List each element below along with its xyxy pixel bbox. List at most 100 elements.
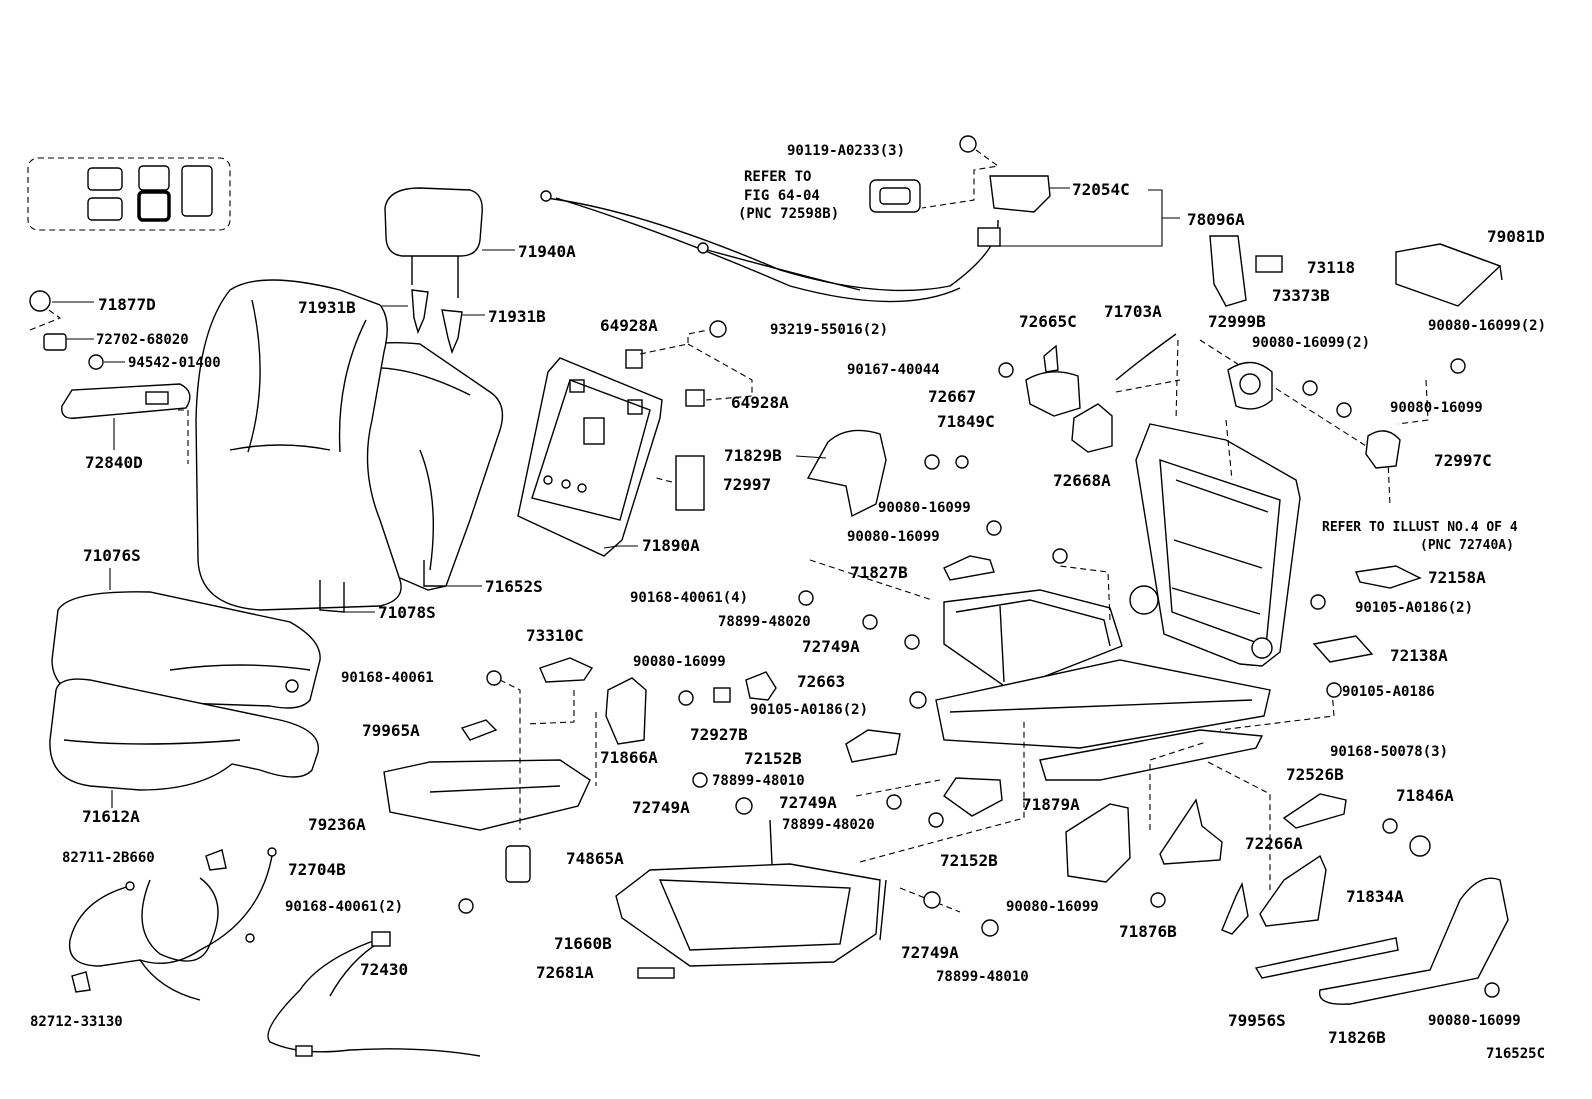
headrest-drawing <box>374 187 515 355</box>
cable-assembly-drawing <box>540 135 1180 303</box>
callout-label: 71931B <box>298 298 356 317</box>
callout-label: 72668A <box>1053 471 1111 490</box>
callout-label: 74865A <box>566 849 624 868</box>
callout-label: 71827B <box>850 563 908 582</box>
callout-label: 71849C <box>937 412 995 431</box>
callout-label: 71829B <box>724 446 782 465</box>
callout-label: 90105-A0186(2) <box>1355 600 1473 616</box>
callout-label: 71931B <box>488 307 546 326</box>
callout-label: 71877D <box>98 295 156 314</box>
fasteners-drawing <box>458 358 1500 998</box>
callout-label: 78899-48020 <box>782 817 875 833</box>
seat-frame-drawing <box>809 339 1391 781</box>
callout-label: 78899-48010 <box>936 969 1029 985</box>
callout-label: 73118 <box>1307 258 1355 277</box>
callout-label: 90168-40061(2) <box>285 899 403 915</box>
callout-label: 90168-40061(4) <box>630 590 748 606</box>
callout-label: 72927B <box>690 725 748 744</box>
callout-label: 90080-16099 <box>633 654 726 670</box>
callout-label: 72749A <box>779 793 837 812</box>
refer-fig-line1: REFER TO <box>744 169 811 185</box>
seat-cushion-drawing <box>49 568 321 808</box>
callout-labels: 90119-A0233(3) 72054C 78096A 71940A 7187… <box>30 143 1546 1047</box>
side-brackets-drawing <box>383 235 1509 1005</box>
wire-harness-drawing <box>68 847 481 1057</box>
callout-label: 90080-16099 <box>878 500 971 516</box>
callout-label: 72749A <box>632 798 690 817</box>
callout-label: 90105-A0186 <box>1342 684 1435 700</box>
callout-label: 71076S <box>83 546 141 565</box>
callout-label: 90080-16099 <box>1428 1013 1521 1029</box>
callout-label: 71940A <box>518 242 576 261</box>
armrest-drawing <box>29 290 191 464</box>
callout-label: 79956S <box>1228 1011 1286 1030</box>
callout-label: 72681A <box>536 963 594 982</box>
callout-label: 90105-A0186(2) <box>750 702 868 718</box>
callout-label: 72749A <box>802 637 860 656</box>
callout-label: 73373B <box>1272 286 1330 305</box>
callout-label: 90080-16099(2) <box>1252 335 1370 351</box>
callout-label: 72152B <box>940 851 998 870</box>
seatback-board-drawing <box>517 320 753 557</box>
callout-label: 79236A <box>308 815 366 834</box>
callout-label: 72840D <box>85 453 143 472</box>
callout-label: 90080-16099 <box>847 529 940 545</box>
callout-label: 71826B <box>1328 1028 1386 1047</box>
callout-label: 94542-01400 <box>128 355 221 371</box>
callout-label: 73310C <box>526 626 584 645</box>
callout-label: 71846A <box>1396 786 1454 805</box>
callout-label: 64928A <box>600 316 658 335</box>
callout-label: 79081D <box>1487 227 1545 246</box>
refer-fig-line3: (PNC 72598B) <box>738 206 839 222</box>
callout-label: 90167-40044 <box>847 362 940 378</box>
callout-label: 64928A <box>731 393 789 412</box>
callout-label: 72999B <box>1208 312 1266 331</box>
callout-label: 78096A <box>1187 210 1245 229</box>
callout-label: 90080-16099 <box>1390 400 1483 416</box>
callout-label: 71652S <box>485 577 543 596</box>
callout-label: 71866A <box>600 748 658 767</box>
callout-label: 71876B <box>1119 922 1177 941</box>
callout-label: 71612A <box>82 807 140 826</box>
callout-label: 72997C <box>1434 451 1492 470</box>
seat-locator-thumbnail <box>27 157 231 231</box>
callout-label: 72704B <box>288 860 346 879</box>
callout-label: 72702-68020 <box>96 332 189 348</box>
callout-label: 78899-48010 <box>712 773 805 789</box>
callout-label: 90168-50078(3) <box>1330 744 1448 760</box>
callout-label: 79965A <box>362 721 420 740</box>
callout-label: 72749A <box>901 943 959 962</box>
callout-label: 71703A <box>1104 302 1162 321</box>
callout-label: 72667 <box>928 387 976 406</box>
callout-label: 71078S <box>378 603 436 622</box>
callout-label: 72054C <box>1072 180 1130 199</box>
callout-label: 93219-55016(2) <box>770 322 888 338</box>
refer-illust-line1: REFER TO ILLUST NO.4 OF 4 <box>1322 520 1518 535</box>
callout-label: 72997 <box>723 475 771 494</box>
callout-label: 72526B <box>1286 765 1344 784</box>
callout-label: 71660B <box>554 934 612 953</box>
callout-label: 71834A <box>1346 887 1404 906</box>
callout-label: 71879A <box>1022 795 1080 814</box>
reference-notes: REFER TO FIG 64-04 (PNC 72598B) REFER TO… <box>738 169 1545 1062</box>
callout-label: 90168-40061 <box>341 670 434 686</box>
callout-label: 82712-33130 <box>30 1014 123 1030</box>
callout-label: 72430 <box>360 960 408 979</box>
callout-label: 72663 <box>797 672 845 691</box>
figure-code: 716525C <box>1486 1046 1545 1062</box>
callout-label: 71890A <box>642 536 700 555</box>
seatback-cover-drawing <box>195 279 504 613</box>
callout-label: 90080-16099 <box>1006 899 1099 915</box>
callout-label: 78899-48020 <box>718 614 811 630</box>
callout-label: 72665C <box>1019 312 1077 331</box>
callout-label: 72138A <box>1390 646 1448 665</box>
callout-label: 82711-2B660 <box>62 850 155 866</box>
callout-label: 72266A <box>1245 834 1303 853</box>
callout-label: 90080-16099(2) <box>1428 318 1546 334</box>
callout-label: 90119-A0233(3) <box>787 143 905 159</box>
callout-label: 72152B <box>744 749 802 768</box>
callout-label: 72158A <box>1428 568 1486 587</box>
refer-fig-line2: FIG 64-04 <box>744 188 820 204</box>
refer-illust-line2: (PNC 72740A) <box>1420 538 1514 553</box>
